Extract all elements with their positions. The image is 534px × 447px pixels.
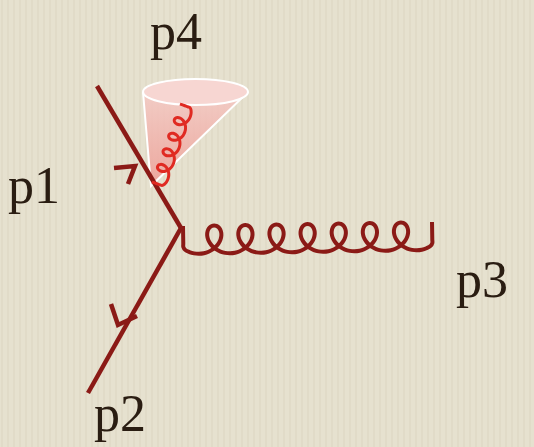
momentum-label: p4 [150,6,202,58]
radiated-gluon [152,104,191,186]
cone-edge [143,92,248,186]
momentum-label: p3 [456,254,508,306]
quark-arrow [111,304,137,325]
quark-arrow [114,166,135,184]
momentum-label: p2 [94,388,146,440]
jet-cone [143,92,248,186]
outgoing-quark [88,228,181,393]
gluon [183,222,432,254]
cone-rim [143,79,248,105]
momentum-label: p1 [8,160,60,212]
